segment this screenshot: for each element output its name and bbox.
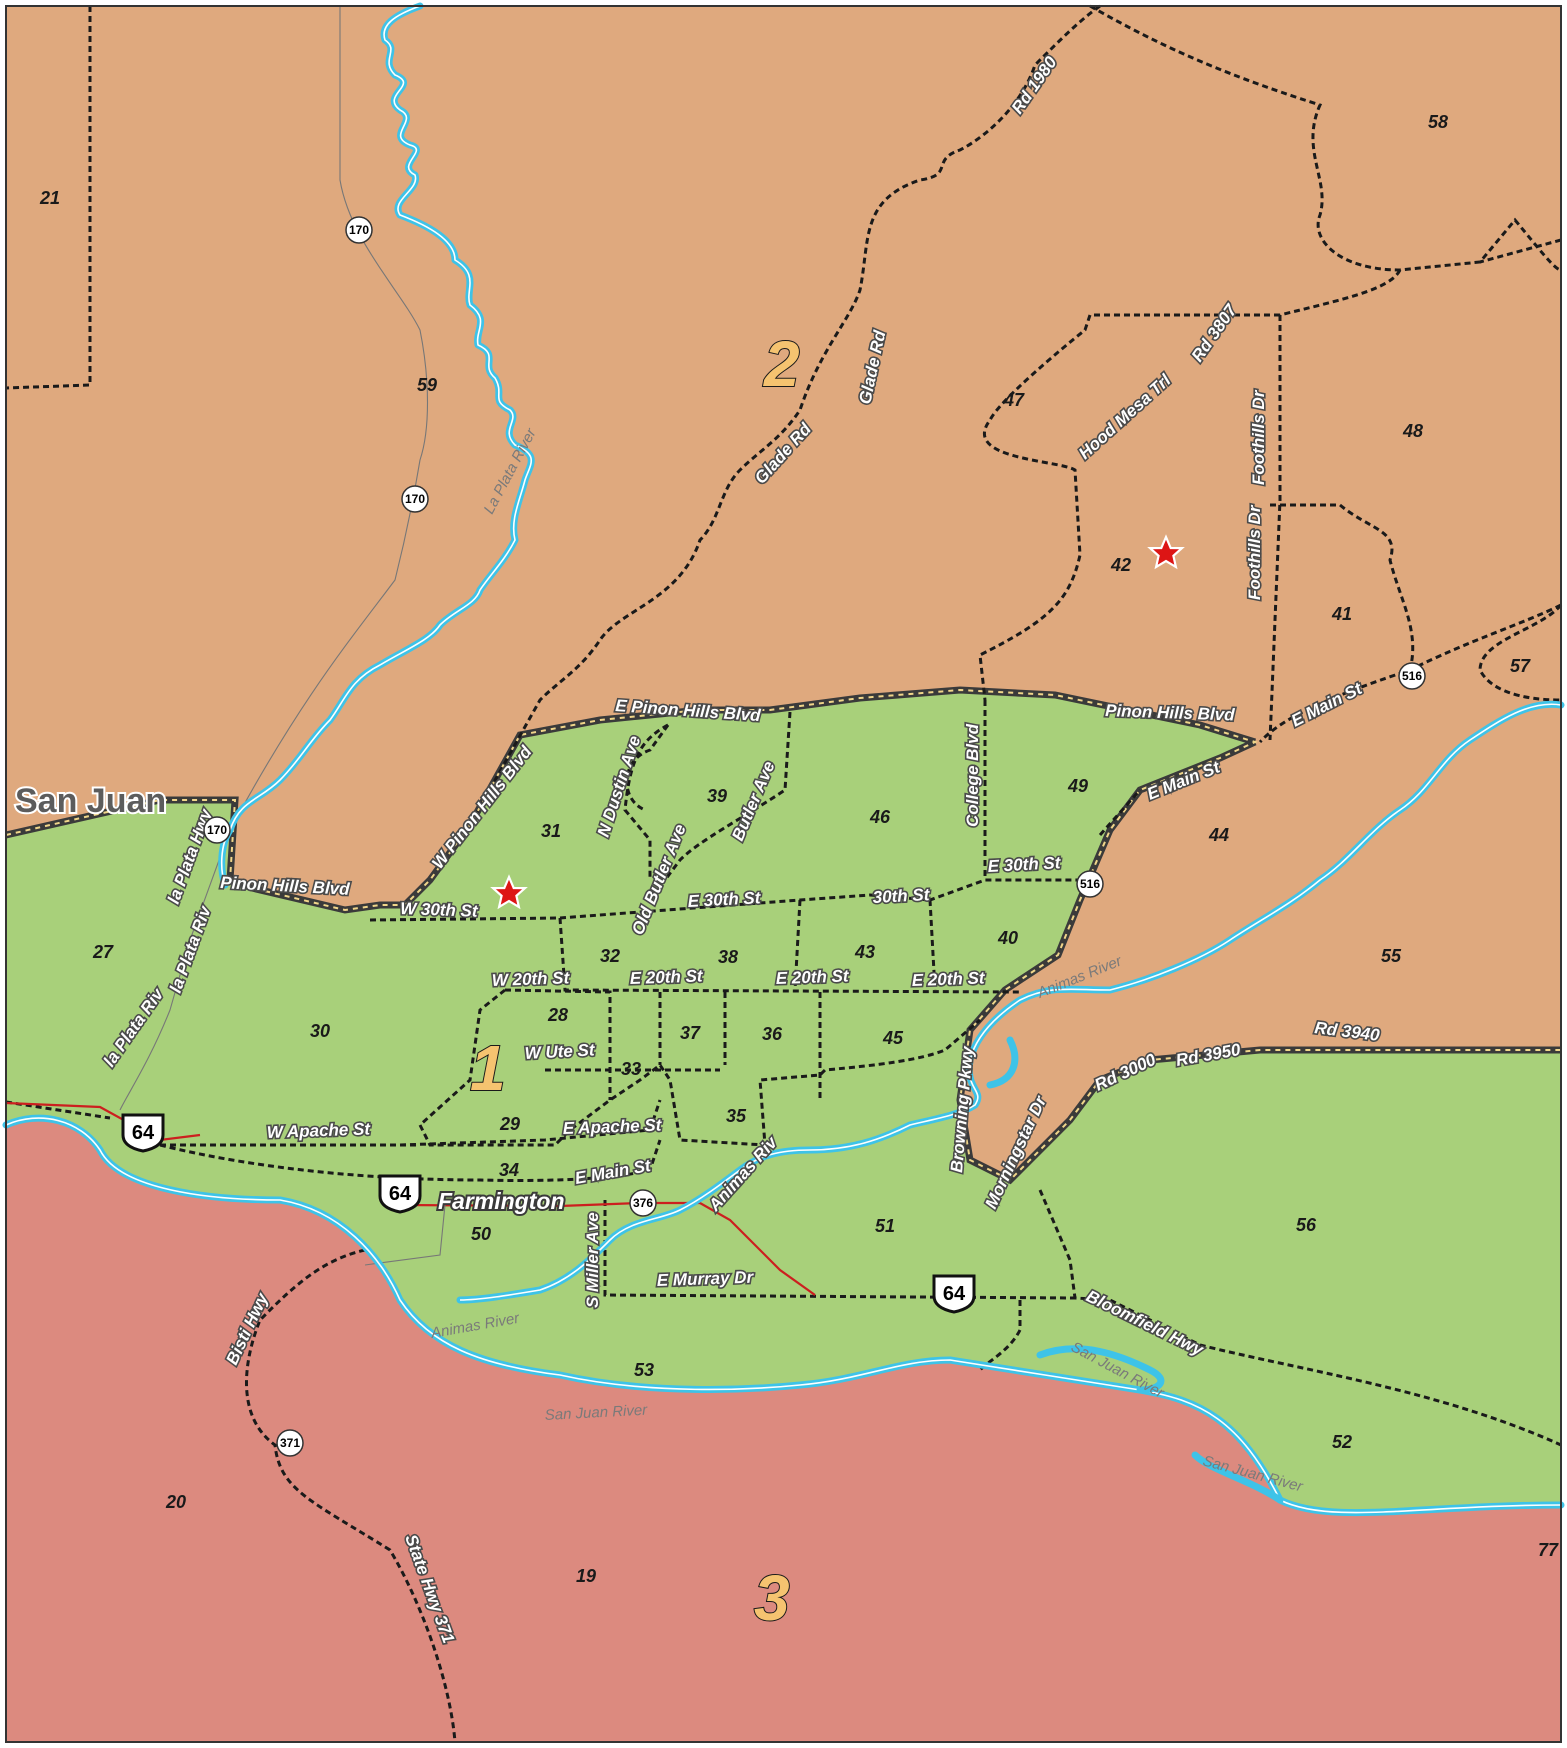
river-label: San Juan River bbox=[544, 1402, 648, 1424]
precinct-30: 30 bbox=[310, 1021, 330, 1041]
map-frame bbox=[5, 5, 1562, 1743]
precinct-56: 56 bbox=[1296, 1215, 1317, 1235]
state-route-shield: 516 bbox=[1398, 662, 1426, 690]
precinct-55: 55 bbox=[1381, 946, 1402, 966]
road-label: E 30th St bbox=[687, 888, 762, 911]
svg-text:371: 371 bbox=[280, 1436, 300, 1450]
svg-text:64: 64 bbox=[389, 1183, 412, 1205]
precinct-42: 42 bbox=[1110, 555, 1131, 575]
svg-text:64: 64 bbox=[943, 1283, 966, 1305]
precinct-46: 46 bbox=[869, 807, 891, 827]
star-icon bbox=[1147, 534, 1185, 570]
svg-text:170: 170 bbox=[405, 492, 425, 506]
road-label: E Apache St bbox=[562, 1116, 663, 1138]
district-3-area bbox=[6, 1118, 1561, 1742]
precinct-28: 28 bbox=[547, 1005, 568, 1025]
precinct-43: 43 bbox=[854, 942, 875, 962]
road-label: E 30th St bbox=[987, 853, 1062, 876]
state-route-shield: 371 bbox=[276, 1429, 304, 1457]
star-icon bbox=[490, 874, 528, 910]
road-label: Pinon Hills Blvd bbox=[1105, 701, 1236, 725]
road-label: E 20th St bbox=[911, 968, 986, 990]
precinct-44: 44 bbox=[1208, 825, 1229, 845]
road-label: Foothills Dr bbox=[1249, 389, 1268, 485]
svg-text:170: 170 bbox=[207, 823, 227, 837]
precinct-33: 33 bbox=[621, 1059, 641, 1079]
precinct-53: 53 bbox=[634, 1360, 654, 1380]
district-1-label: 1 bbox=[470, 1032, 506, 1104]
precinct-50: 50 bbox=[471, 1224, 491, 1244]
precinct-boundaries bbox=[5, 4, 1563, 1743]
road-label: E 20th St bbox=[775, 966, 850, 988]
precinct-21: 21 bbox=[39, 188, 60, 208]
svg-text:516: 516 bbox=[1080, 877, 1100, 891]
road-label: W Ute St bbox=[524, 1040, 596, 1063]
city-label: Farmington bbox=[438, 1188, 565, 1214]
polling-stars bbox=[490, 534, 1185, 910]
precinct-48: 48 bbox=[1402, 421, 1423, 441]
road-label: E 20th St bbox=[629, 966, 704, 988]
district-3-label: 3 bbox=[754, 1562, 790, 1634]
precinct-34: 34 bbox=[499, 1160, 519, 1180]
precinct-51: 51 bbox=[875, 1216, 895, 1236]
road-label: W 30th St bbox=[400, 899, 479, 921]
state-route-shield: 170 bbox=[203, 816, 231, 844]
road-label: College Blvd bbox=[963, 723, 982, 827]
road-label: Foothills Dr bbox=[1245, 504, 1264, 600]
precinct-38: 38 bbox=[718, 947, 738, 967]
svg-text:64: 64 bbox=[132, 1122, 155, 1144]
route-shields: 170 170 170 516 516 376 371 64 bbox=[121, 216, 1426, 1457]
us-route-shield: 64 bbox=[121, 1113, 165, 1153]
state-route-shield: 170 bbox=[401, 485, 429, 513]
district-1-area bbox=[6, 690, 1561, 1513]
precinct-47: 47 bbox=[1003, 390, 1025, 410]
us-route-shield: 64 bbox=[932, 1274, 976, 1314]
road-label: W Apache St bbox=[266, 1119, 371, 1142]
precinct-59: 59 bbox=[417, 375, 437, 395]
precinct-35: 35 bbox=[726, 1106, 747, 1126]
rivers bbox=[2, 2, 1565, 1517]
precinct-27: 27 bbox=[92, 942, 114, 962]
state-route-shield: 170 bbox=[345, 216, 373, 244]
precinct-57: 57 bbox=[1510, 656, 1531, 676]
district-labels: 1 2 3 bbox=[469, 327, 801, 1635]
precinct-37: 37 bbox=[680, 1023, 701, 1043]
precinct-45: 45 bbox=[882, 1028, 904, 1048]
district-2-label: 2 bbox=[763, 328, 800, 400]
precinct-39: 39 bbox=[707, 786, 727, 806]
state-route-shield: 376 bbox=[629, 1189, 657, 1217]
precinct-29: 29 bbox=[499, 1114, 520, 1134]
precinct-19: 19 bbox=[576, 1566, 596, 1586]
precinct-labels: 21 58 59 47 48 42 41 57 31 39 46 49 44 2… bbox=[39, 112, 1559, 1586]
road-label: W 20th St bbox=[491, 968, 570, 990]
precinct-40: 40 bbox=[997, 928, 1018, 948]
svg-text:376: 376 bbox=[633, 1196, 653, 1210]
svg-text:516: 516 bbox=[1402, 669, 1422, 683]
svg-text:170: 170 bbox=[349, 223, 369, 237]
precinct-20: 20 bbox=[165, 1492, 186, 1512]
precinct-31: 31 bbox=[541, 821, 561, 841]
precinct-49: 49 bbox=[1067, 776, 1088, 796]
precinct-58: 58 bbox=[1428, 112, 1448, 132]
road-label: 30th St bbox=[872, 885, 931, 907]
precinct-32: 32 bbox=[600, 946, 620, 966]
state-route-shield: 516 bbox=[1076, 870, 1104, 898]
county-label: San Juan bbox=[15, 782, 166, 820]
precinct-52: 52 bbox=[1332, 1432, 1352, 1452]
district-fills bbox=[6, 6, 1561, 1742]
us-route-shield: 64 bbox=[378, 1174, 422, 1214]
precinct-77: 77 bbox=[1538, 1540, 1559, 1560]
road-label: E Murray Dr bbox=[656, 1268, 754, 1290]
precinct-41: 41 bbox=[1331, 604, 1352, 624]
precinct-36: 36 bbox=[762, 1024, 783, 1044]
road-label: S Miller Ave bbox=[583, 1212, 602, 1308]
